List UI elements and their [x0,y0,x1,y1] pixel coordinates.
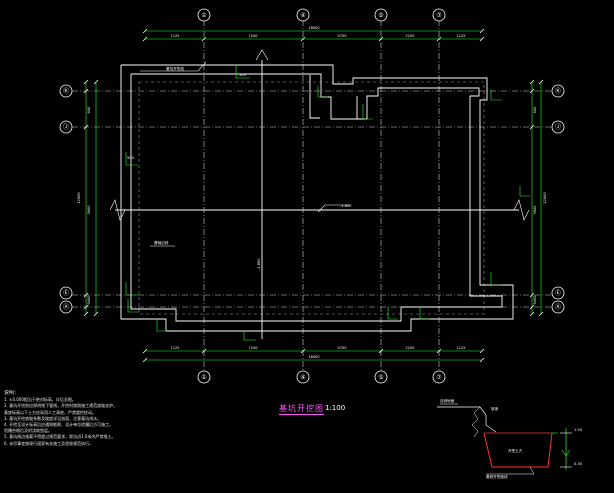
axis-label-top-2: ④ [300,12,305,19]
label-excavation-line: 基坑开挖线 [166,66,184,71]
section-ground-label: 自然地面 [440,398,455,403]
dim-top-1: 1125 [171,34,180,38]
dim-left-2: 3600 [87,206,91,215]
dim-top-3: 5700 [338,34,347,38]
axis-label-right-4: Ⓐ [555,303,561,311]
label-offset-top: 500 [239,73,247,77]
dim-left-total: 12000 [77,192,81,203]
label-elevation: -1.850 [257,258,261,270]
dim-bottom-4: 2100 [406,346,415,350]
axis-label-left-2: Ⓙ [63,123,69,131]
axis-label-top-1: ① [201,12,206,19]
notes-heading: 说明： [4,390,20,396]
dim-bottom-total: 18000 [308,355,319,359]
note-line: 4. 开挖至设计标高后应通知勘察、设计单位验槽后方可施工。 [4,422,114,428]
general-notes: 说明： 1. ±0.000相当于绝对标高，详见总图。 2. 基坑开挖前应探明地下… [4,390,200,447]
axis-label-bottom-2: ④ [300,374,305,381]
note-line: 基底标高以下土方应采用人工清底，严禁超挖扰动。 [4,409,96,415]
excavation-outline [115,60,519,339]
drawing-scale: 1:100 [325,404,346,412]
dim-bottom-3: 5700 [338,346,347,350]
axis-label-right-2: Ⓙ [555,123,561,131]
axis-label-left-1: Ⓚ [63,87,69,95]
axis-label-bottom-1: ① [201,374,206,381]
dim-left-1: 600 [87,107,91,114]
dimension-ticks [83,28,544,363]
dim-bottom-1: 1125 [171,346,180,350]
dim-bottom-2: 7200 [249,346,258,350]
axis-label-top-3: ⑤ [378,12,383,19]
dim-top-total: 18000 [308,26,319,30]
note-line: 验槽合格后及时浇筑垫层。 [4,428,52,434]
note-line: 6. 未尽事宜按现行国家有关施工及验收规范执行。 [4,440,94,446]
leader-lines [109,49,530,247]
dim-right-3: 6000 [533,296,537,305]
dimension-lines [85,30,542,361]
note-line: 2. 基坑开挖前应探明地下管线，开挖时按照施工规范放坡支护。 [4,403,118,409]
section-bottom-label: 基底开挖面线 [486,474,508,479]
drawing-title: 基坑开挖图 [279,404,324,415]
axis-label-top-4: ⑦ [436,12,442,19]
section-dim-a: 1.50 [574,428,583,432]
label-offset-side: 500 [127,156,135,160]
axis-label-left-4: Ⓐ [63,303,69,311]
dim-right-2: 3600 [533,206,537,215]
dim-top-2: 7200 [249,34,258,38]
dim-right-total: 12000 [543,192,547,203]
axis-grid [72,20,552,372]
label-center-elevation: -1.850 [340,204,352,208]
dim-top-5: 1125 [457,34,466,38]
note-line: 5. 基坑周边堆载不得超过规范要求，距坑边1.0米内严禁堆土。 [4,434,116,440]
dim-top-4: 2100 [406,34,415,38]
axis-label-bottom-3: ⑤ [378,374,383,381]
dim-bottom-5: 1125 [457,346,466,350]
note-line: 3. 基坑开挖放坡系数及坡度详见剖面，注意基坑排水。 [4,415,102,421]
dim-left-3: 6000 [87,296,91,305]
note-line: 1. ±0.000相当于绝对标高，详见总图。 [4,397,76,403]
axis-label-bottom-4: ⑦ [436,374,442,381]
axis-label-right-3: Ⓔ [555,289,561,297]
axis-label-left-3: Ⓔ [63,289,69,297]
section-detail [437,403,572,475]
axis-label-right-1: Ⓚ [555,87,561,95]
section-dim-b: 0.30 [574,462,583,466]
axis-bubbles [59,8,565,384]
label-foundation-line: 基础边线 [154,240,169,245]
section-pit-label: 开挖土方 [508,448,523,453]
foundation-edge-dashed [138,81,485,315]
dim-right-1: 600 [533,107,537,114]
section-slope-label: 放坡 [491,406,499,411]
